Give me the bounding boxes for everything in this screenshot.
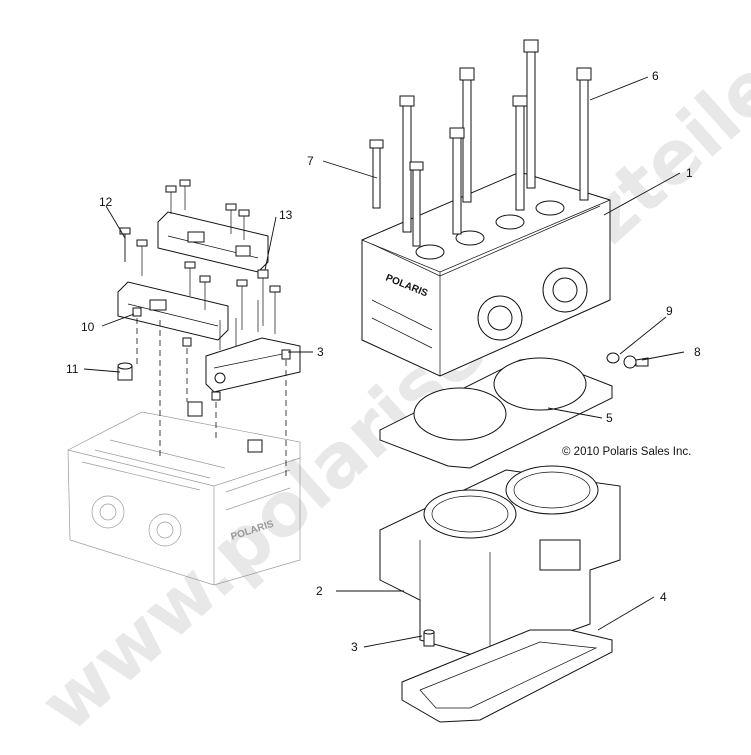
copyright-text: © 2010 Polaris Sales Inc. bbox=[562, 446, 691, 458]
washer-and-bolt bbox=[606, 352, 649, 369]
assembly-dash-lines bbox=[136, 318, 287, 480]
watermark-text: www.polarisersatzteile.de bbox=[24, 0, 751, 748]
callout-8: 8 bbox=[694, 345, 701, 359]
callout-1: 1 bbox=[686, 166, 693, 180]
head-bolts bbox=[369, 39, 592, 247]
head-gasket bbox=[379, 357, 613, 469]
tappet-left bbox=[117, 362, 263, 453]
ghost-cylinder-head bbox=[67, 411, 301, 586]
callout-2: 2 bbox=[316, 584, 323, 598]
callout-7: 7 bbox=[307, 154, 314, 168]
cap-bolts bbox=[119, 179, 281, 350]
base-gasket bbox=[401, 629, 613, 723]
callout-3-lower: 3 bbox=[351, 640, 358, 654]
callout-13: 13 bbox=[279, 208, 293, 222]
callout-3-left: 3 bbox=[317, 345, 324, 359]
camshaft-cap-lower bbox=[205, 337, 301, 393]
callout-12: 12 bbox=[99, 195, 113, 209]
leader-lines bbox=[83, 76, 685, 648]
callout-10: 10 bbox=[81, 320, 95, 334]
callout-4: 4 bbox=[660, 590, 667, 604]
dowel-pins-left bbox=[132, 307, 291, 401]
callout-5: 5 bbox=[606, 411, 613, 425]
callout-11: 11 bbox=[66, 362, 79, 376]
camshaft-cap-middle bbox=[117, 281, 229, 341]
dowel-pin-lower bbox=[423, 629, 435, 647]
callout-6: 6 bbox=[652, 69, 659, 83]
cylinder-head bbox=[361, 171, 611, 377]
cylinder-block bbox=[379, 465, 621, 661]
callout-9: 9 bbox=[666, 304, 673, 318]
camshaft-cap-upper bbox=[157, 211, 269, 273]
